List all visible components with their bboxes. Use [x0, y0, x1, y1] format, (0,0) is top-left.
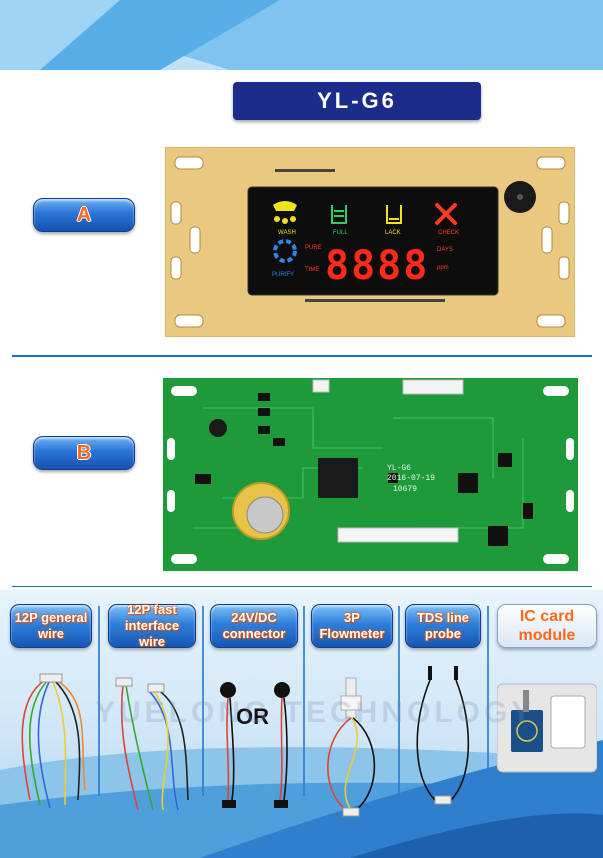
check-label: CHECK — [438, 230, 459, 236]
fast-wire-image — [115, 677, 189, 811]
time-label: TIME — [305, 267, 319, 273]
pure-label: PURE — [305, 245, 322, 251]
watermark: YUELONG TECHNOLOGY — [95, 696, 536, 729]
ppm-label: ppm — [437, 265, 449, 271]
dc-connector-image — [220, 682, 290, 808]
ic-card-image — [497, 683, 597, 773]
wash-label: WASH — [278, 230, 296, 236]
column-separator — [303, 606, 305, 796]
pcb-model-print: YL-G6 — [387, 464, 411, 473]
section-divider — [12, 355, 592, 357]
full-label: FULL — [333, 230, 348, 236]
pcb-code-print: 10679 — [393, 485, 417, 494]
display-board: WASH FULL LACK CHECK PURIFY PURE TIME 88… — [164, 146, 576, 338]
section-divider — [12, 586, 592, 587]
or-text: OR — [236, 704, 269, 729]
column-separator — [98, 606, 100, 796]
flowmeter-image — [327, 677, 376, 817]
segment-digits: 8888 — [325, 243, 429, 289]
model-title: YL-G6 — [233, 82, 481, 120]
column-separator — [487, 606, 489, 796]
control-board: YL-G6 2016-07-19 10679 — [163, 378, 578, 571]
top-banner — [0, 0, 603, 70]
wire-bundle-image — [21, 673, 86, 809]
tds-probe-image — [416, 666, 470, 805]
column-separator — [202, 606, 204, 796]
pcb-date-print: 2016-07-19 — [387, 474, 435, 483]
lack-label: LACK — [385, 230, 401, 236]
days-label: DAYS — [437, 247, 453, 253]
section-a-tag: A — [33, 198, 135, 232]
column-separator — [398, 606, 400, 796]
purify-label: PURIFY — [272, 272, 294, 278]
section-b-tag: B — [33, 436, 135, 470]
